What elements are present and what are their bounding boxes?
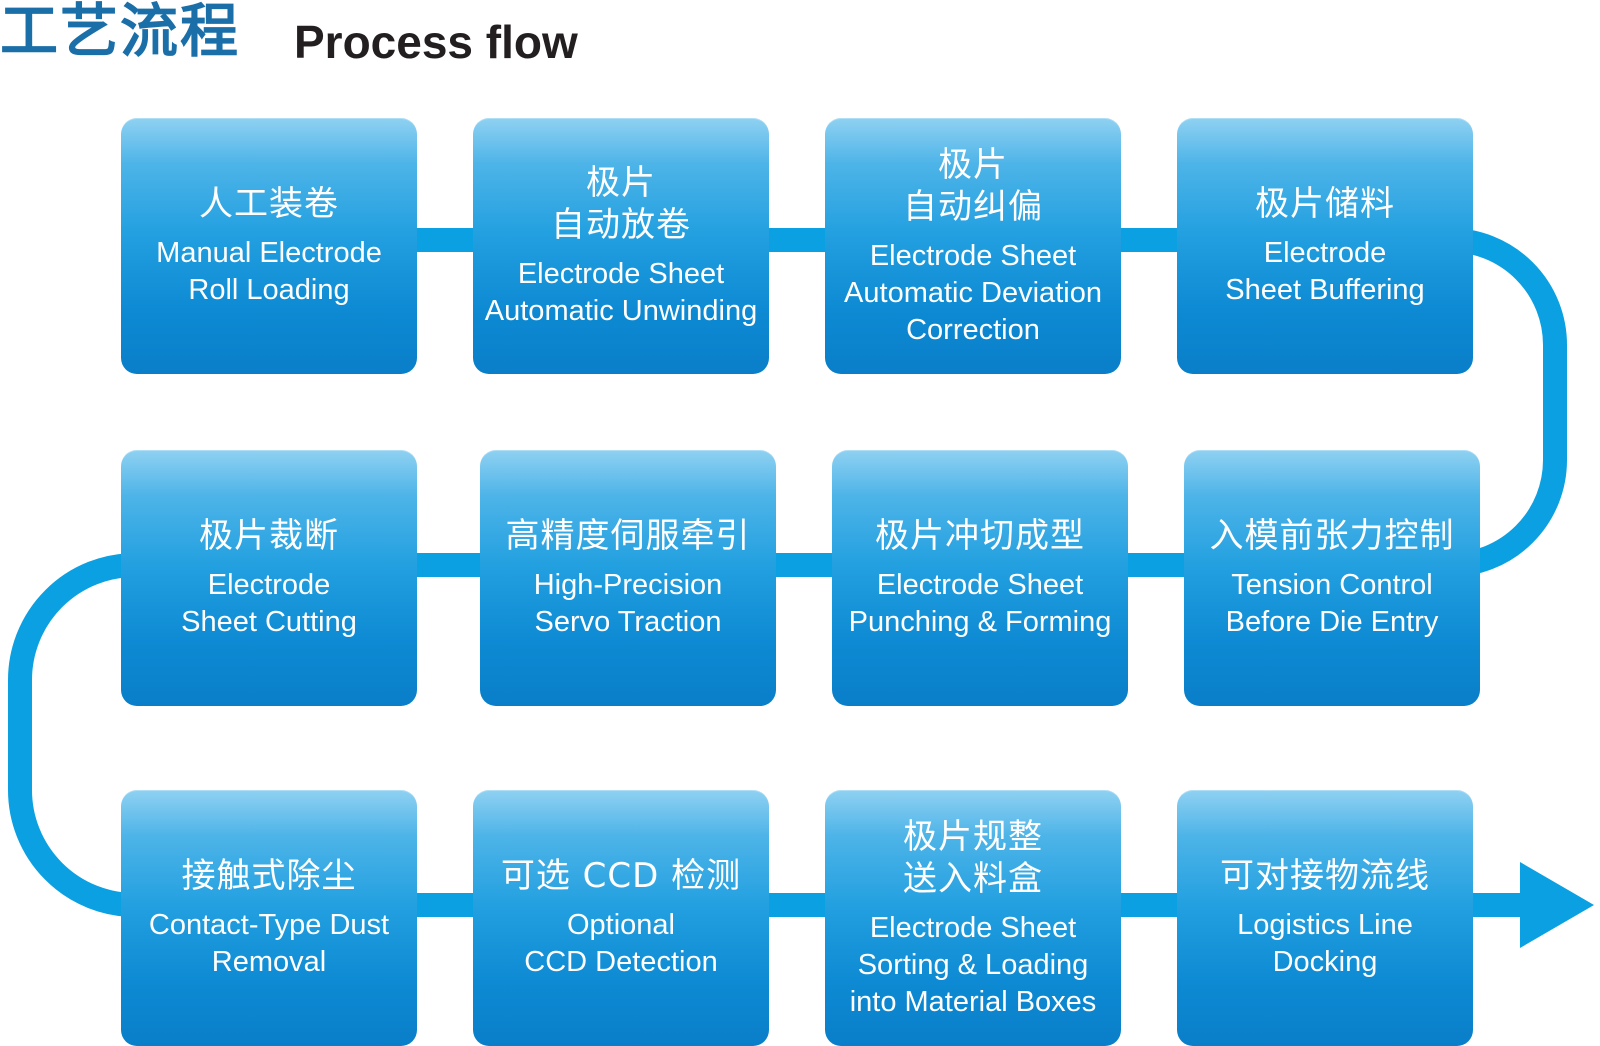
step-label-cn: 极片 自动放卷 xyxy=(551,163,691,245)
step-dust-removal: 接触式除尘 Contact-Type Dust Removal xyxy=(121,790,417,1046)
step-punching-forming: 极片冲切成型 Electrode Sheet Punching & Formin… xyxy=(832,450,1128,706)
step-label-en: Optional CCD Detection xyxy=(524,909,718,978)
step-label-cn: 极片 自动纠偏 xyxy=(903,144,1043,227)
step-label-en: Electrode Sheet Cutting xyxy=(181,569,357,638)
step-sorting-loading: 极片规整 送入料盒 Electrode Sheet Sorting & Load… xyxy=(825,790,1121,1046)
title-english: Process flow xyxy=(294,16,578,68)
step-label-cn: 人工装卷 xyxy=(199,184,339,224)
step-label-cn: 极片裁断 xyxy=(199,516,339,556)
step-label-cn: 可选 CCD 检测 xyxy=(500,856,742,896)
step-label-en: Contact-Type Dust Removal xyxy=(148,909,390,978)
step-label-en: Electrode Sheet Punching & Forming xyxy=(848,569,1112,638)
step-servo-traction: 高精度伺服牵引 High-Precision Servo Traction xyxy=(480,450,776,706)
step-label-en: Manual Electrode Roll Loading xyxy=(156,237,382,306)
flow-line-row1 xyxy=(260,228,1567,577)
step-label-en: Electrode Sheet Automatic Deviation Corr… xyxy=(844,239,1102,346)
step-label-cn: 接触式除尘 xyxy=(181,856,357,896)
step-label-cn: 可对接物流线 xyxy=(1220,856,1430,896)
flow-arrow-head-icon xyxy=(1520,862,1594,948)
step-deviation-correction: 极片 自动纠偏 Electrode Sheet Automatic Deviat… xyxy=(825,118,1121,374)
step-label-cn: 极片规整 送入料盒 xyxy=(903,816,1043,899)
step-label-en: Tension Control Before Die Entry xyxy=(1225,569,1439,638)
step-label-en: High-Precision Servo Traction xyxy=(533,569,723,638)
step-tension-control: 入模前张力控制 Tension Control Before Die Entry xyxy=(1184,450,1480,706)
step-label-en: Electrode Sheet Automatic Unwinding xyxy=(484,258,758,327)
step-label-cn: 入模前张力控制 xyxy=(1209,516,1455,556)
step-label-en: Electrode Sheet Buffering xyxy=(1225,237,1425,306)
flow-line-row2 xyxy=(8,553,1450,917)
title-chinese: 工艺流程 xyxy=(0,0,241,65)
step-automatic-unwinding: 极片 自动放卷 Electrode Sheet Automatic Unwind… xyxy=(473,118,769,374)
step-label-en: Electrode Sheet Sorting & Loading into M… xyxy=(849,911,1097,1018)
step-label-cn: 极片冲切成型 xyxy=(875,516,1085,556)
step-label-en: Logistics Line Docking xyxy=(1237,909,1413,978)
step-ccd-detection: 可选 CCD 检测 Optional CCD Detection xyxy=(473,790,769,1046)
step-manual-roll-loading: 人工装卷 Manual Electrode Roll Loading xyxy=(121,118,417,374)
step-label-cn: 高精度伺服牵引 xyxy=(505,516,751,556)
step-label-cn: 极片储料 xyxy=(1255,184,1395,224)
step-sheet-buffering: 极片储料 Electrode Sheet Buffering xyxy=(1177,118,1473,374)
step-sheet-cutting: 极片裁断 Electrode Sheet Cutting xyxy=(121,450,417,706)
step-logistics-docking: 可对接物流线 Logistics Line Docking xyxy=(1177,790,1473,1046)
